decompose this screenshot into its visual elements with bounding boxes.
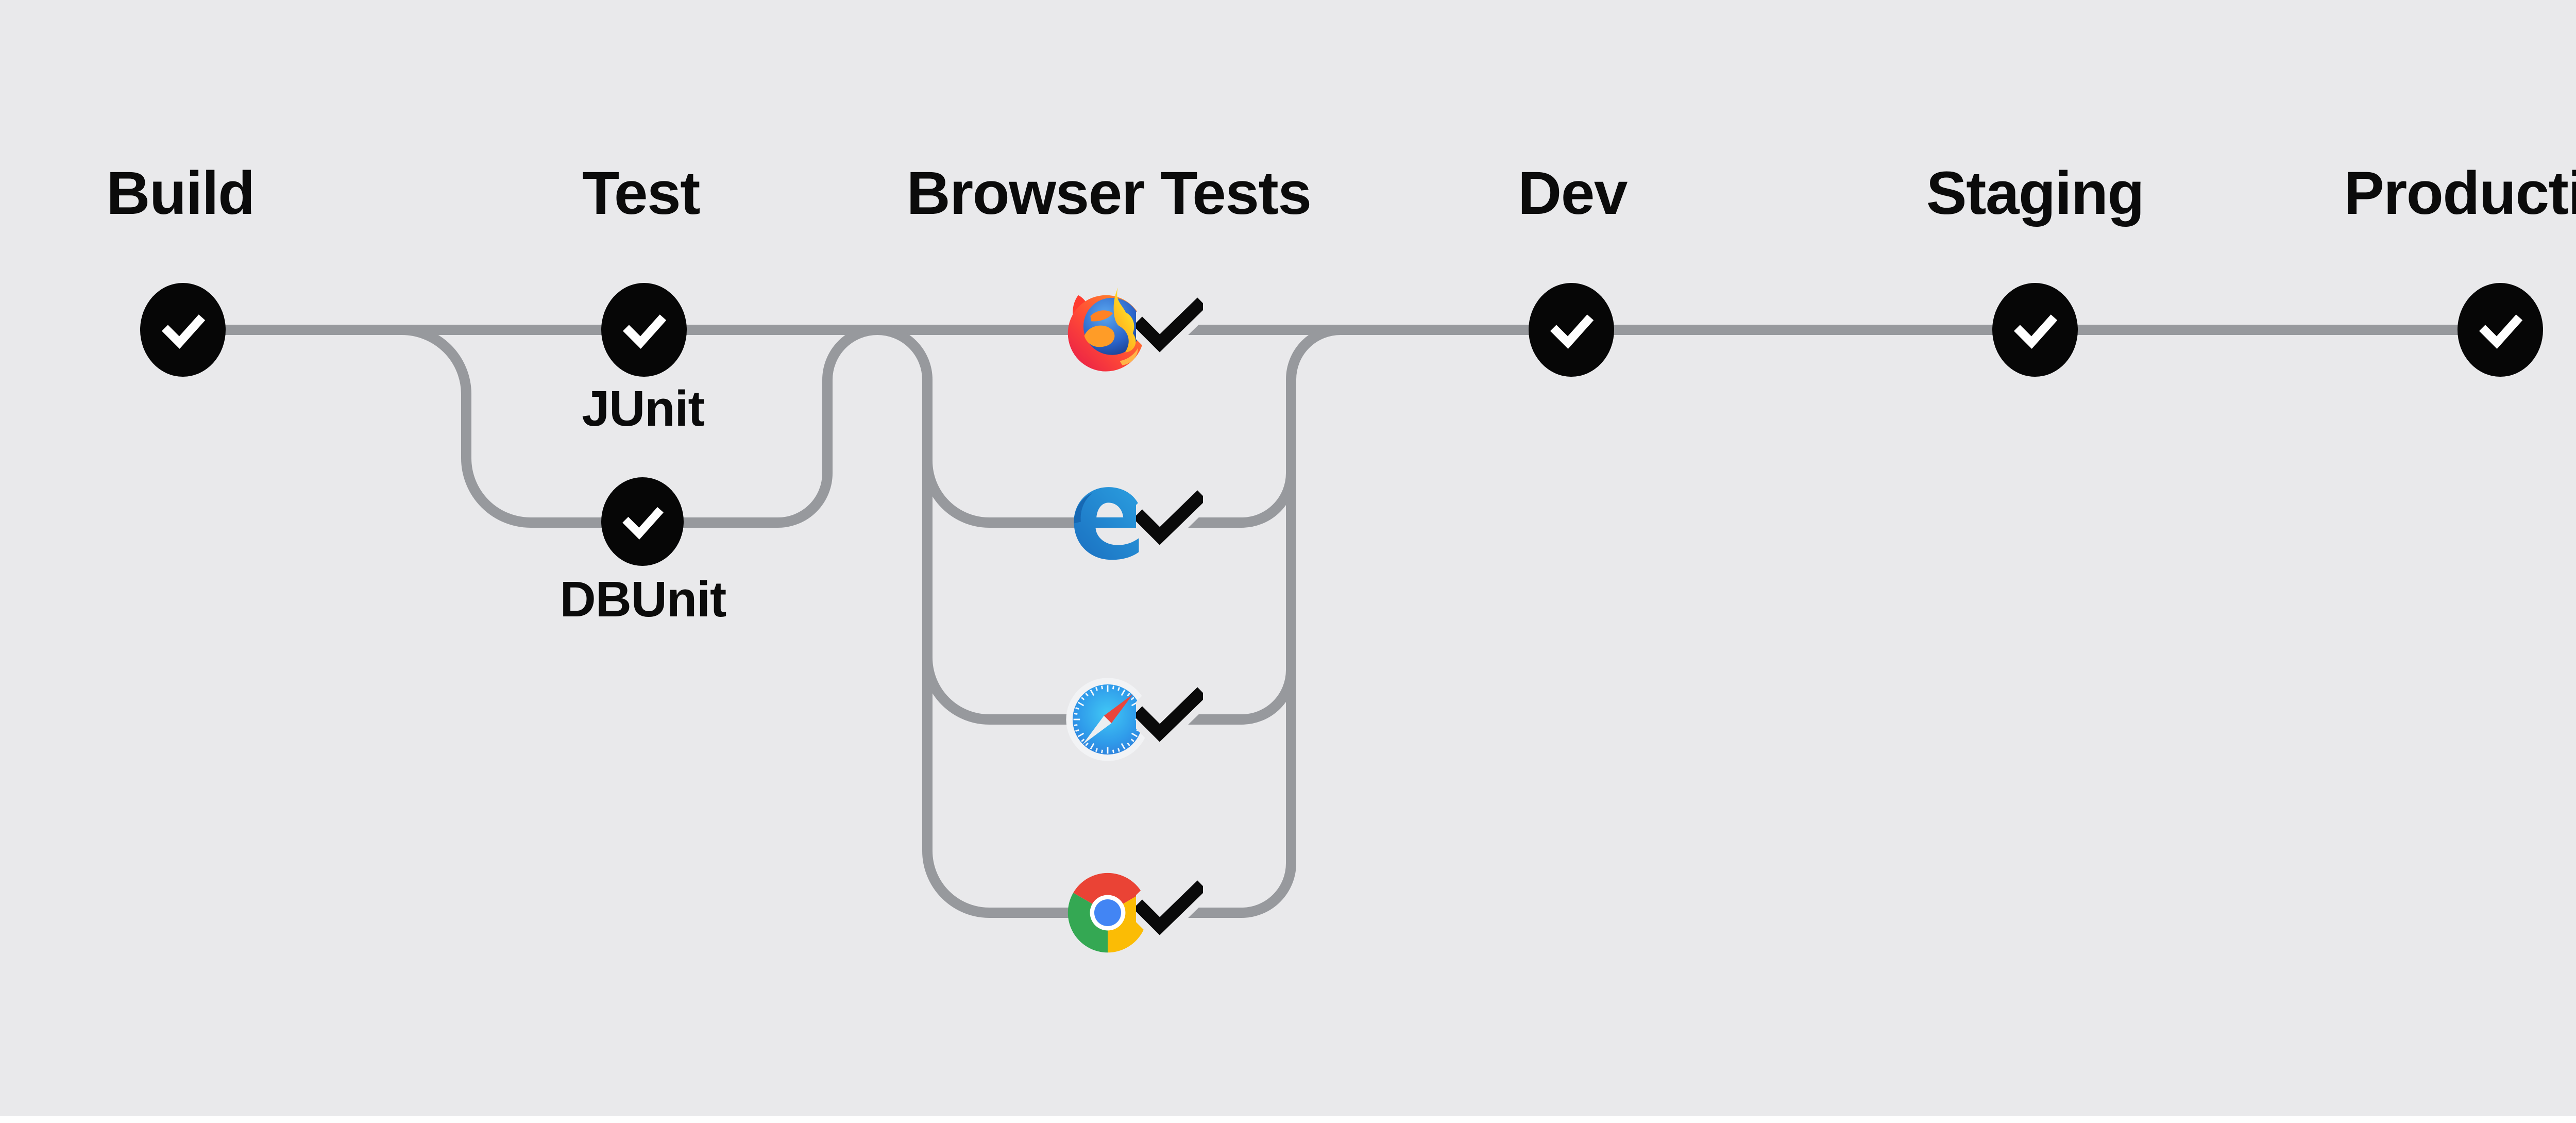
edge-branch-rail (922, 460, 1296, 528)
stage-label-build: Build (106, 159, 255, 227)
stage-node-staging (1992, 283, 2078, 377)
check-icon (1136, 482, 1203, 549)
stage-label-test: Test (582, 159, 700, 227)
safari-branch-rail (922, 657, 1296, 725)
check-icon (1550, 314, 1594, 349)
firefox-icon (1067, 287, 1144, 372)
stage-node-test (601, 283, 687, 377)
check-icon (2014, 314, 2058, 349)
stage-node-dev (1529, 283, 1614, 377)
safari-icon (1066, 678, 1149, 761)
check-icon (1136, 290, 1203, 357)
edge-icon (1074, 487, 1143, 560)
check-icon (1136, 679, 1203, 746)
stage-node-build (140, 283, 226, 377)
browser-merge-rail (989, 325, 1341, 918)
dbunit-branch-rail (401, 325, 990, 918)
check-icon (2479, 314, 2523, 349)
check-icon (162, 314, 206, 349)
stage-label-production: Production (2344, 159, 2576, 227)
safari-tick-marks (1073, 685, 1142, 754)
stage-label-browser-tests: Browser Tests (906, 159, 1312, 227)
check-icon (622, 507, 664, 540)
job-node-dbunit (601, 477, 684, 566)
check-icon (1136, 873, 1203, 940)
check-icon (623, 314, 667, 349)
stage-node-production (2458, 283, 2543, 377)
bottom-edge-strip (0, 1116, 2576, 1123)
job-label-junit: JUnit (582, 380, 704, 437)
job-label-dbunit: DBUnit (560, 571, 727, 627)
stage-label-staging: Staging (1926, 159, 2145, 227)
stage-label-dev: Dev (1518, 159, 1628, 227)
